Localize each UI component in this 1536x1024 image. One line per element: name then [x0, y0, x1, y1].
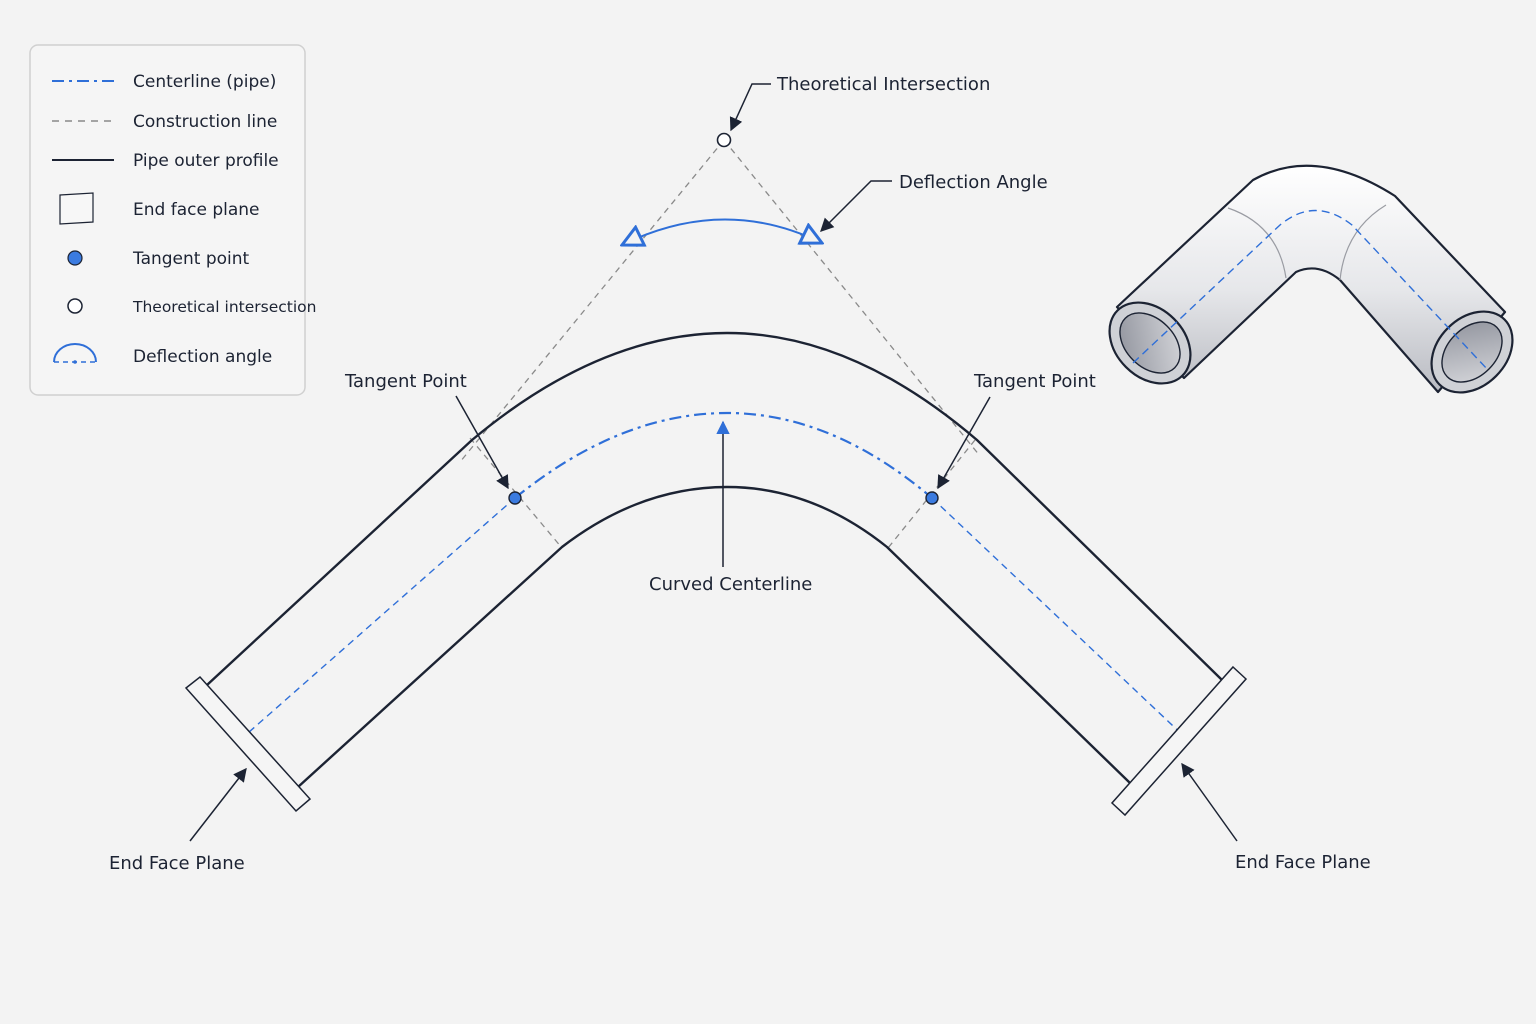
end-face-plane-swatch — [59, 192, 94, 225]
curved-centerline — [514, 411, 933, 499]
tangent-point-left-marker — [508, 491, 522, 505]
leader-deflection-angle — [820, 180, 892, 232]
pipe-elbow-3d-view — [1108, 164, 1514, 394]
label-theoretical-intersection: Theoretical Intersection — [776, 74, 990, 95]
intersection-swatch — [67, 298, 83, 314]
callout-leaders — [189, 83, 1238, 842]
construction-line-left — [459, 139, 725, 463]
leader-end-face-left — [189, 767, 247, 842]
leader-theoretical-intersection — [729, 83, 771, 132]
tangent-point-right-marker — [925, 491, 939, 505]
construction-line-right — [723, 139, 981, 457]
legend-label-centerline: Centerline (pipe) — [133, 72, 276, 92]
pipe-outer-profile — [206, 331, 1223, 788]
leader-end-face-right — [1181, 762, 1238, 842]
label-deflection-angle: Deflection Angle — [899, 172, 1048, 193]
elbow-end-left-bore — [1119, 312, 1181, 374]
label-end-face-left: End Face Plane — [109, 853, 245, 874]
end-face-plane-left — [184, 675, 312, 813]
legend-label-intersection: Theoretical intersection — [132, 298, 316, 316]
tangent-point-swatch — [67, 250, 83, 266]
label-curved-centerline: Curved Centerline — [649, 574, 812, 595]
leader-tangent-point-left — [455, 395, 509, 490]
legend-label-deflection: Deflection angle — [133, 347, 272, 367]
centerline-straight-right — [931, 497, 1191, 743]
elbow-seam-left — [1227, 207, 1287, 279]
elbow-seam-right — [1339, 204, 1387, 281]
legend-label-profile: Pipe outer profile — [133, 151, 279, 171]
label-end-face-right: End Face Plane — [1235, 852, 1371, 873]
legend-label-construction: Construction line — [133, 112, 277, 132]
deflection-angle-swatch — [53, 343, 97, 364]
elbow-centerline — [1132, 209, 1489, 371]
centerline-straight-left — [239, 497, 516, 741]
theoretical-intersection-point — [716, 132, 732, 148]
pipe-centerline — [239, 411, 1191, 743]
end-face-plane-right — [1110, 665, 1248, 817]
outer-wall — [206, 331, 1223, 686]
legend-label-end-face: End face plane — [133, 200, 260, 220]
deflection-angle-arc — [622, 218, 822, 245]
elbow-body — [1115, 164, 1507, 394]
label-tangent-point-left: Tangent Point — [344, 371, 467, 392]
label-tangent-point-right: Tangent Point — [973, 371, 1096, 392]
legend: Centerline (pipe) Construction line Pipe… — [29, 44, 316, 396]
legend-label-tangent: Tangent point — [132, 249, 250, 269]
inner-wall — [297, 485, 1131, 788]
legend-box — [29, 44, 306, 396]
leader-tangent-point-right — [937, 396, 991, 490]
